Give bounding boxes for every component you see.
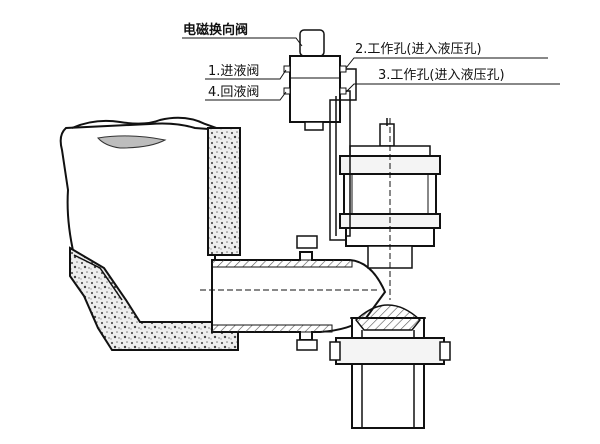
port-2: [339, 65, 347, 73]
tank-inner-slope: [73, 254, 123, 301]
leader-solenoid: [182, 37, 303, 47]
line-port-2: [329, 68, 357, 241]
leader-port-3: [345, 83, 560, 93]
solenoid-valve: [283, 29, 347, 131]
tank-rim: [71, 116, 223, 131]
port-3: [339, 87, 347, 95]
port-1: [283, 65, 291, 73]
pipe-wall-bottom: [211, 324, 333, 333]
vertical-flange: [335, 337, 445, 365]
label-inlet-valve: 1.进液阀: [208, 64, 259, 79]
vertical-outlet: [329, 304, 451, 429]
leader-port-2: [345, 57, 548, 69]
line-port-3: [346, 90, 351, 237]
tank-structure: [59, 116, 242, 351]
vertical-pipe: [351, 317, 425, 429]
flange-bolt-left: [329, 341, 341, 361]
label-return-valve: 4.回液阀: [208, 85, 259, 100]
flange-bolt-bottom: [296, 339, 318, 351]
flange-bolt-right: [439, 341, 451, 361]
pipe-wall-top: [211, 259, 353, 268]
label-solenoid-valve: 电磁换向阀: [183, 22, 248, 38]
port-4: [283, 87, 291, 95]
solenoid-body: [289, 55, 341, 123]
hydraulic-lines: [329, 68, 357, 241]
solenoid-base: [304, 121, 324, 131]
labels: 电磁换向阀 1.进液阀 4.回液阀 2.工作孔(进入液压孔) 3.工作孔(进入液…: [183, 22, 505, 100]
label-work-port-3: 3.工作孔(进入液压孔): [378, 68, 505, 83]
solenoid-coil: [299, 29, 325, 57]
leader-lines: [182, 37, 560, 101]
tank-right-wall: [207, 127, 241, 256]
leader-return: [205, 91, 287, 101]
outlet-pipe: [200, 235, 387, 351]
rod-top: [379, 123, 395, 147]
label-work-port-2: 2.工作孔(进入液压孔): [355, 42, 482, 57]
water-surface: [97, 135, 167, 149]
tank-left-bottom: [69, 246, 239, 351]
hydraulic-cylinder: [339, 118, 441, 300]
leader-inlet: [205, 69, 287, 80]
flange-bolt-top: [296, 235, 318, 249]
